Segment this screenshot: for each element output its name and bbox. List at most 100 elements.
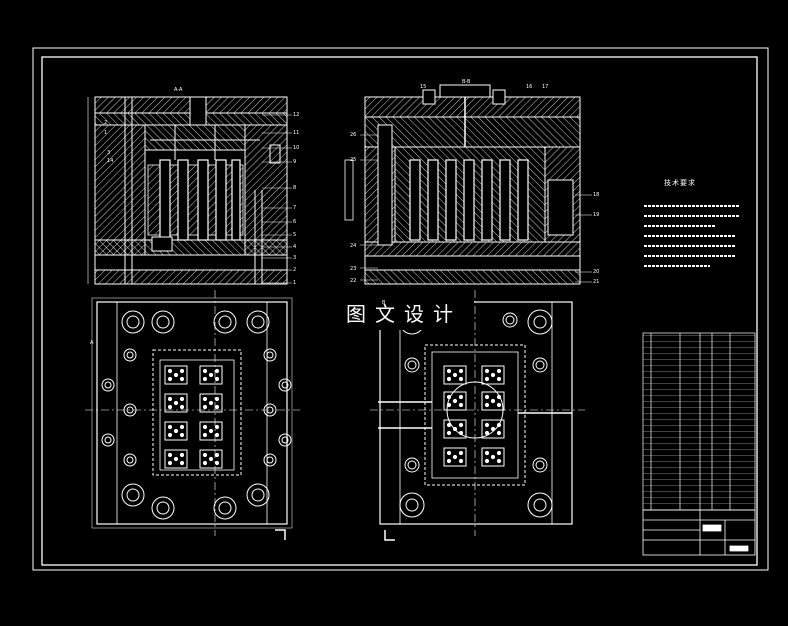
bolt-hole — [266, 406, 274, 414]
bolt-hole — [404, 457, 420, 473]
bolt-hole — [123, 453, 137, 467]
balloon-label: 10 — [293, 145, 300, 151]
bolt-hole — [218, 315, 232, 329]
pin-dot — [490, 372, 496, 378]
bolt-hole — [151, 310, 175, 334]
pin-dot — [167, 396, 173, 402]
bolt-hole — [263, 453, 277, 467]
pin-dot — [214, 432, 220, 438]
bolt-hole — [278, 433, 292, 447]
pin-dot — [173, 456, 179, 462]
pin-dot — [214, 396, 220, 402]
view-corner-marks — [275, 529, 395, 541]
title-block — [642, 509, 756, 556]
pin-dot — [167, 432, 173, 438]
cavity-insert — [199, 421, 223, 441]
right-section-title: B-B — [462, 79, 471, 85]
cavity-insert — [443, 447, 467, 467]
balloon-label: 15 — [420, 84, 427, 90]
bolt-hole — [405, 498, 419, 512]
balloon-label: 26 — [350, 132, 357, 138]
cavity-insert — [164, 393, 188, 413]
cavity-insert — [443, 419, 467, 439]
pin-dot — [484, 450, 490, 456]
pin-dot — [173, 400, 179, 406]
pin-dot — [446, 402, 452, 408]
pin-dot — [490, 398, 496, 404]
bolt-hole — [104, 436, 112, 444]
pin-dot — [458, 430, 464, 436]
pin-dot — [458, 368, 464, 374]
pin-dot — [452, 454, 458, 460]
pin-dot — [446, 458, 452, 464]
bolt-hole — [399, 492, 425, 518]
pin-dot — [179, 432, 185, 438]
cavity-insert — [199, 449, 223, 469]
balloon-label: 22 — [350, 278, 357, 284]
pin-dot — [458, 422, 464, 428]
balloon-label: 21 — [593, 279, 600, 285]
bolt-hole — [218, 501, 232, 515]
pin-dot — [173, 372, 179, 378]
bolt-hole — [535, 460, 545, 470]
pin-dot — [484, 402, 490, 408]
pin-dot — [484, 376, 490, 382]
bolt-hole — [407, 460, 417, 470]
section-marker-a: A — [90, 340, 94, 346]
pin-dot — [173, 428, 179, 434]
pin-dot — [214, 376, 220, 382]
pin-dot — [179, 396, 185, 402]
cavity-insert — [164, 449, 188, 469]
pin-dot — [458, 394, 464, 400]
pin-dot — [202, 376, 208, 382]
balloon-label: 7 — [293, 205, 297, 211]
bolt-hole — [266, 351, 274, 359]
pin-dot — [167, 376, 173, 382]
balloon-label: 14 — [107, 158, 114, 164]
bolt-hole — [532, 357, 548, 373]
pin-dot — [167, 460, 173, 466]
left-section-title: A-A — [174, 87, 183, 93]
bolt-hole — [263, 403, 277, 417]
balloon-label: 16 — [526, 84, 533, 90]
cavity-insert — [481, 419, 505, 439]
bolt-hole — [251, 315, 265, 329]
pin-dot — [446, 430, 452, 436]
pin-dot — [202, 460, 208, 466]
pin-dot — [214, 452, 220, 458]
pin-dot — [214, 424, 220, 430]
balloon-label: 19 — [593, 212, 600, 218]
pin-dot — [446, 450, 452, 456]
pin-dot — [179, 404, 185, 410]
pin-dot — [202, 452, 208, 458]
pin-dot — [496, 376, 502, 382]
pin-dot — [496, 422, 502, 428]
balloon-label: 12 — [293, 112, 300, 118]
pin-dot — [452, 398, 458, 404]
pin-dot — [202, 424, 208, 430]
bolt-hole — [126, 351, 134, 359]
bolt-hole — [101, 378, 115, 392]
pin-dot — [446, 376, 452, 382]
bolt-hole — [407, 360, 417, 370]
bolt-hole — [156, 315, 170, 329]
balloon-label: 9 — [293, 159, 297, 165]
pin-dot — [179, 460, 185, 466]
pin-dot — [496, 368, 502, 374]
pin-dot — [458, 402, 464, 408]
cavity-insert — [199, 365, 223, 385]
bolt-hole — [246, 483, 270, 507]
pin-dot — [208, 372, 214, 378]
balloon-label: 1 — [293, 280, 297, 286]
bolt-hole — [101, 433, 115, 447]
cavity-insert — [481, 391, 505, 411]
bolt-hole — [527, 309, 553, 335]
balloon-label: 18 — [593, 192, 600, 198]
balloon-label: 11 — [293, 130, 300, 136]
pin-dot — [484, 368, 490, 374]
balloon-label: 5 — [293, 232, 297, 238]
balloon-label: 6 — [293, 219, 297, 225]
bolt-hole — [104, 381, 112, 389]
pin-dot — [490, 454, 496, 460]
balloon-label: 3 — [293, 255, 297, 261]
